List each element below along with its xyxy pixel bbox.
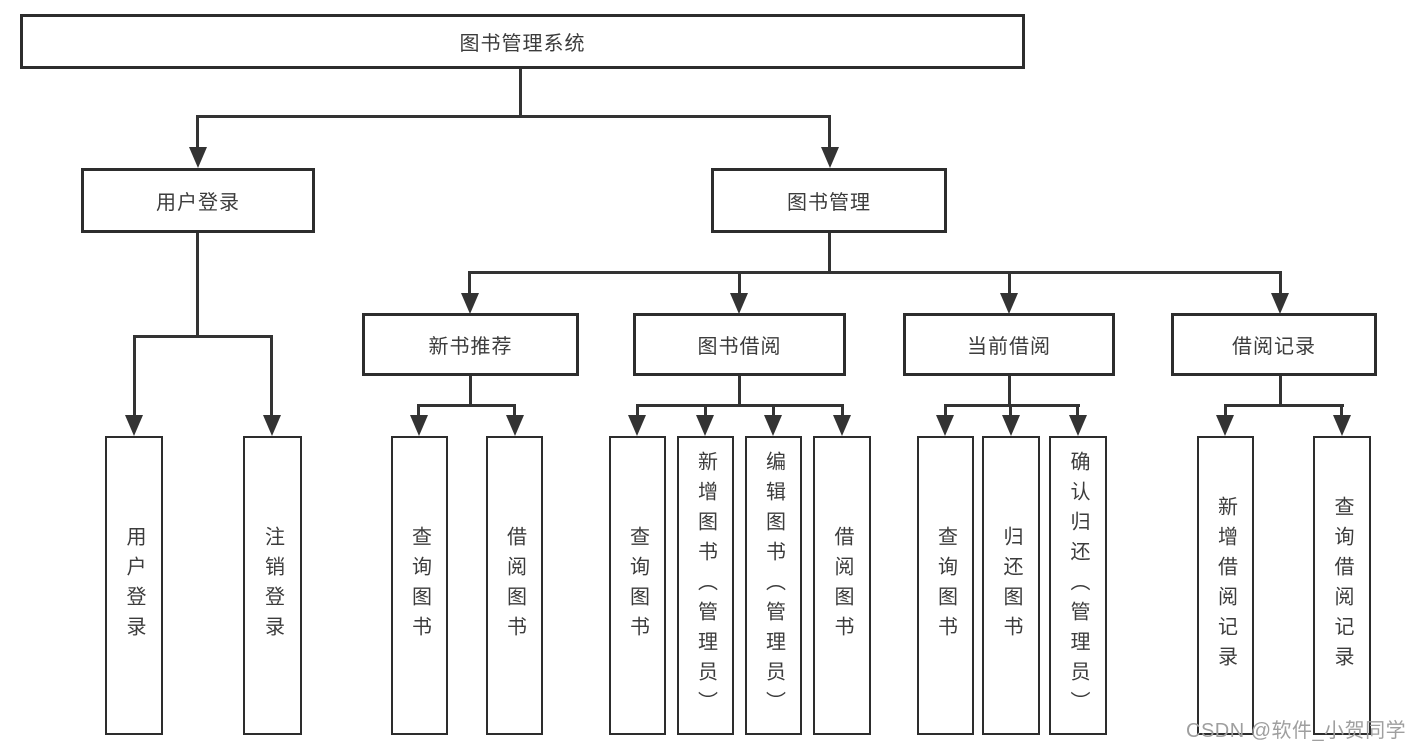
leaf-borrow-books: 借阅图书 xyxy=(486,436,543,735)
connector-drop xyxy=(772,404,775,416)
connector-drop xyxy=(1224,404,1227,416)
arrow-to-book-borrowing xyxy=(730,293,748,314)
connector-root-stem xyxy=(519,69,522,117)
arrow-to-book-management xyxy=(821,147,839,168)
leaf-add-borrow-record: 新增借阅记录 xyxy=(1197,436,1254,735)
connector-current-borrowing-stem xyxy=(1008,376,1011,407)
node-current-borrowing: 当前借阅 xyxy=(903,313,1115,376)
leaf-add-books-admin: 新增图书（管理员） xyxy=(677,436,734,735)
leaf-confirm-return-admin: 确认归还（管理员） xyxy=(1049,436,1107,735)
arrow-to-leaf xyxy=(628,415,646,436)
arrow-to-leaf xyxy=(936,415,954,436)
leaf-return-books: 归还图书 xyxy=(982,436,1040,735)
leaf-query-books: 查询图书 xyxy=(609,436,666,735)
connector-drop xyxy=(944,404,947,416)
arrow-to-leaf xyxy=(696,415,714,436)
connector-drop xyxy=(468,271,471,294)
leaf-edit-books-admin: 编辑图书（管理员） xyxy=(745,436,802,735)
connector-drop xyxy=(1279,271,1282,294)
arrow-to-leaf xyxy=(833,415,851,436)
leaf-query-books: 查询图书 xyxy=(391,436,448,735)
leaf-user-login: 用户登录 xyxy=(105,436,163,735)
connector-user-login-drop xyxy=(196,115,199,148)
node-user-login: 用户登录 xyxy=(81,168,315,233)
connector-drop xyxy=(1008,271,1011,294)
arrow-to-leaf xyxy=(1333,415,1351,436)
connector-drop xyxy=(704,404,707,416)
connector-borrow-records-bar xyxy=(1224,404,1344,407)
arrow-to-leaf xyxy=(410,415,428,436)
connector-user-login-stem xyxy=(196,233,199,337)
leaf-query-books: 查询图书 xyxy=(917,436,974,735)
csdn-watermark: CSDN @软件_小贺同学 xyxy=(1186,720,1405,742)
connector-book-management-drop xyxy=(828,115,831,148)
connector-drop xyxy=(270,335,273,416)
node-library-management-system: 图书管理系统 xyxy=(20,14,1025,69)
connector-new-book-stem xyxy=(469,376,472,407)
leaf-logout: 注销登录 xyxy=(243,436,302,735)
connector-drop xyxy=(1009,404,1012,416)
connector-drop xyxy=(133,335,136,416)
arrow-to-leaf xyxy=(506,415,524,436)
connector-drop xyxy=(513,404,516,416)
connector-drop xyxy=(841,404,844,416)
arrow-to-new-book-recommendation xyxy=(461,293,479,314)
connector-book-borrowing-bar xyxy=(636,404,844,407)
arrow-to-user-login xyxy=(189,147,207,168)
arrow-to-leaf-logout xyxy=(263,415,281,436)
connector-current-borrowing-bar xyxy=(944,404,1080,407)
connector-level1-bar xyxy=(196,115,831,118)
connector-book-management-stem xyxy=(828,233,831,274)
connector-drop xyxy=(636,404,639,416)
node-book-borrowing: 图书借阅 xyxy=(633,313,846,376)
connector-user-login-bar xyxy=(133,335,273,338)
arrow-to-current-borrowing xyxy=(1000,293,1018,314)
connector-drop xyxy=(417,404,420,416)
arrow-to-borrow-records xyxy=(1271,293,1289,314)
connector-drop xyxy=(1076,404,1079,416)
connector-borrow-records-stem xyxy=(1279,376,1282,407)
connector-drop xyxy=(738,271,741,294)
arrow-to-leaf xyxy=(1002,415,1020,436)
node-book-management: 图书管理 xyxy=(711,168,947,233)
connector-drop xyxy=(1340,404,1343,416)
connector-new-book-bar xyxy=(417,404,516,407)
leaf-borrow-books: 借阅图书 xyxy=(813,436,871,735)
arrow-to-leaf xyxy=(1216,415,1234,436)
arrow-to-leaf-user-login xyxy=(125,415,143,436)
connector-book-borrowing-stem xyxy=(738,376,741,407)
arrow-to-leaf xyxy=(1069,415,1087,436)
connector-level2-bar xyxy=(468,271,1282,274)
node-new-book-recommendation: 新书推荐 xyxy=(362,313,579,376)
leaf-query-borrow-record: 查询借阅记录 xyxy=(1313,436,1371,735)
arrow-to-leaf xyxy=(764,415,782,436)
node-borrow-records: 借阅记录 xyxy=(1171,313,1377,376)
